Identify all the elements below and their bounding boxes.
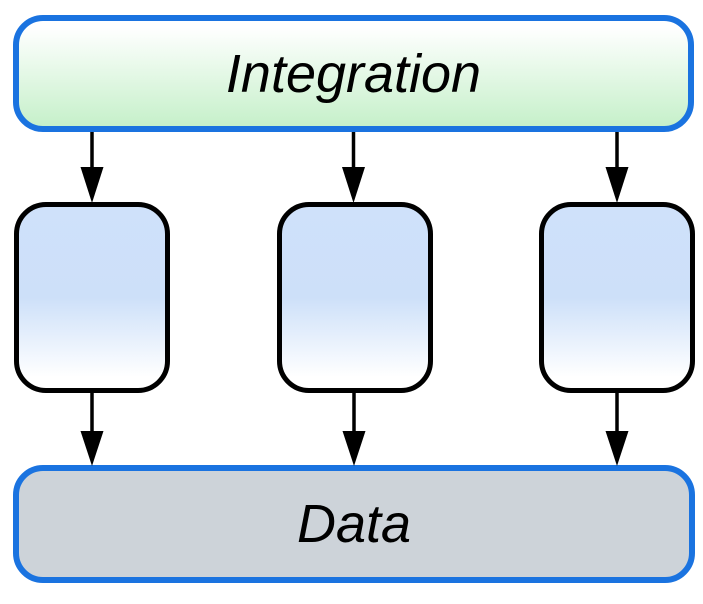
module-node-1 (14, 202, 170, 393)
data-node: Data (13, 465, 695, 583)
module-node-2 (277, 202, 433, 393)
arrow-module-2-to-data (342, 391, 366, 466)
integration-node: Integration (13, 15, 694, 132)
arrow-module-1-to-data (80, 391, 104, 466)
integration-label: Integration (225, 43, 482, 104)
module-node-3 (539, 202, 695, 393)
arrow-integration-to-module-2 (342, 132, 365, 203)
arrow-module-3-to-data (605, 391, 629, 466)
data-label: Data (296, 494, 412, 554)
arrow-integration-to-module-3 (605, 132, 629, 203)
arrow-integration-to-module-1 (80, 132, 104, 203)
